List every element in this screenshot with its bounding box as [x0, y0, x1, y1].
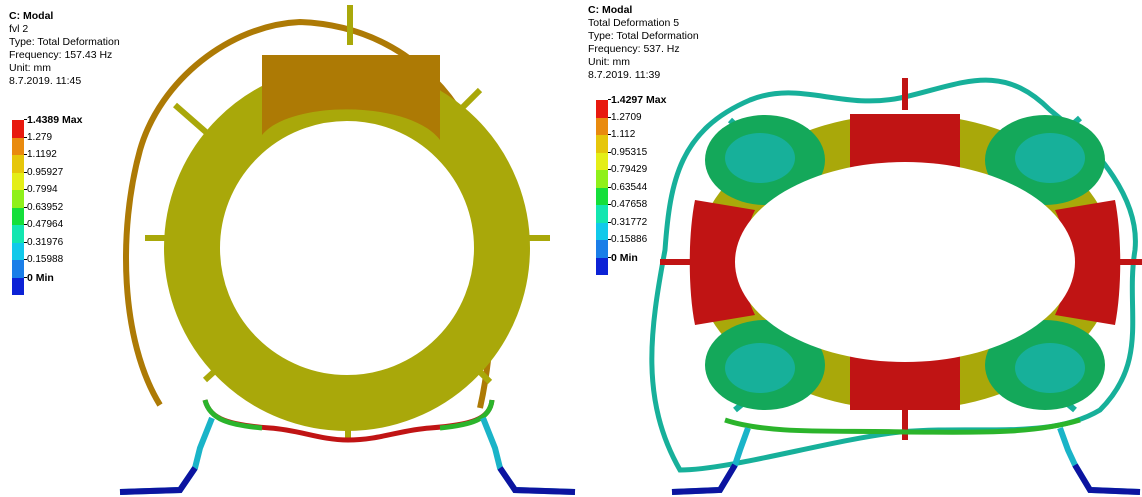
legend-label: 0.31976	[27, 236, 64, 248]
right-deformed-model	[649, 77, 1142, 495]
legend-tick	[608, 186, 611, 188]
legend-label: 1.4297 Max	[611, 94, 667, 106]
legend-label: 0.15988	[27, 254, 64, 265]
legend-label: 0.15886	[611, 234, 648, 245]
right-result-type: Type: Total Deformation	[588, 30, 699, 42]
left-result-title: C: Modal	[9, 10, 54, 22]
legend-tick	[608, 221, 611, 223]
left-right-leg	[480, 416, 576, 495]
legend-tick	[24, 171, 27, 173]
legend-label: 0.63952	[27, 201, 64, 213]
legend-swatch	[12, 120, 24, 138]
right-result-timestamp: 8.7.2019. 11:39	[588, 69, 661, 81]
left-ring-top-segment	[262, 55, 440, 140]
legend-tick	[608, 256, 611, 258]
legend-tick	[24, 136, 27, 138]
legend-swatch	[596, 135, 608, 153]
legend-tick	[608, 99, 611, 100]
legend-swatch	[596, 117, 608, 135]
legend-tick	[24, 276, 27, 278]
legend-swatch	[596, 222, 608, 240]
right-right-leg	[1057, 426, 1141, 495]
legend-swatch	[12, 277, 24, 295]
legend-swatch	[12, 242, 24, 260]
legend-tick	[608, 169, 611, 170]
legend-label: 0.47964	[27, 219, 64, 230]
legend-swatch	[596, 240, 608, 258]
legend-swatch	[596, 170, 608, 188]
right-result-info: C: Modal Total Deformation 5 Type: Total…	[588, 4, 699, 82]
right-left-leg	[671, 426, 751, 495]
legend-tick	[24, 154, 27, 155]
legend-swatch	[596, 205, 608, 223]
legend-tick	[24, 189, 27, 190]
legend-label: 1.1192	[27, 149, 57, 160]
legend-label: 1.2709	[611, 111, 642, 123]
legend-swatch	[596, 187, 608, 205]
legend-label: 1.4389 Max	[27, 114, 83, 126]
left-deformed-model	[119, 5, 576, 495]
legend-label: 1.112	[611, 129, 636, 140]
right-result-frequency: Frequency: 537. Hz	[588, 43, 680, 55]
left-result-name: fvl 2	[9, 23, 29, 35]
left-result-viewport[interactable]: C: Modal fvl 2 Type: Total Deformation F…	[0, 0, 580, 497]
legend-label: 0.7994	[27, 184, 58, 195]
right-bottom-strut	[724, 417, 1081, 435]
legend-tick	[608, 151, 611, 153]
legend-label: 0.95927	[27, 166, 64, 178]
legend-label: 0.79429	[611, 164, 648, 175]
right-result-viewport[interactable]: C: Modal Total Deformation 5 Type: Total…	[580, 0, 1142, 497]
legend-swatch	[596, 100, 608, 118]
left-result-type: Type: Total Deformation	[9, 36, 120, 48]
legend-swatch	[12, 172, 24, 190]
legend-swatch	[12, 190, 24, 208]
right-result-title: C: Modal	[588, 4, 633, 16]
legend-label: 1.279	[27, 131, 53, 143]
left-left-leg	[119, 416, 215, 495]
legend-label: 0 Min	[611, 251, 638, 264]
legend-tick	[24, 241, 27, 243]
right-ring-hole	[735, 162, 1075, 362]
legend-label: 0.63544	[611, 181, 648, 193]
left-ring	[164, 65, 530, 431]
legend-tick	[608, 239, 611, 240]
left-result-unit: Unit: mm	[9, 62, 51, 74]
legend-swatch	[12, 137, 24, 155]
legend-tick	[24, 224, 27, 225]
left-result-timestamp: 8.7.2019. 11:45	[9, 75, 82, 87]
legend-tick	[608, 134, 611, 135]
right-result-unit: Unit: mm	[588, 56, 630, 68]
legend-swatch	[12, 155, 24, 173]
legend-label: 0.31772	[611, 216, 648, 228]
legend-swatch	[596, 257, 608, 275]
legend-swatch	[12, 225, 24, 243]
legend-tick	[608, 204, 611, 205]
legend-label: 0.95315	[611, 146, 648, 158]
legend-label: 0 Min	[27, 271, 54, 284]
legend-swatch	[12, 207, 24, 225]
right-result-name: Total Deformation 5	[588, 17, 680, 29]
legend-label: 0.47658	[611, 199, 648, 210]
legend-tick	[608, 116, 611, 118]
left-result-frequency: Frequency: 157.43 Hz	[9, 49, 113, 61]
legend-swatch	[596, 152, 608, 170]
legend-tick	[24, 119, 27, 120]
legend-tick	[24, 259, 27, 260]
legend-swatch	[12, 260, 24, 278]
legend-tick	[24, 206, 27, 208]
left-result-info: C: Modal fvl 2 Type: Total Deformation F…	[9, 10, 120, 88]
